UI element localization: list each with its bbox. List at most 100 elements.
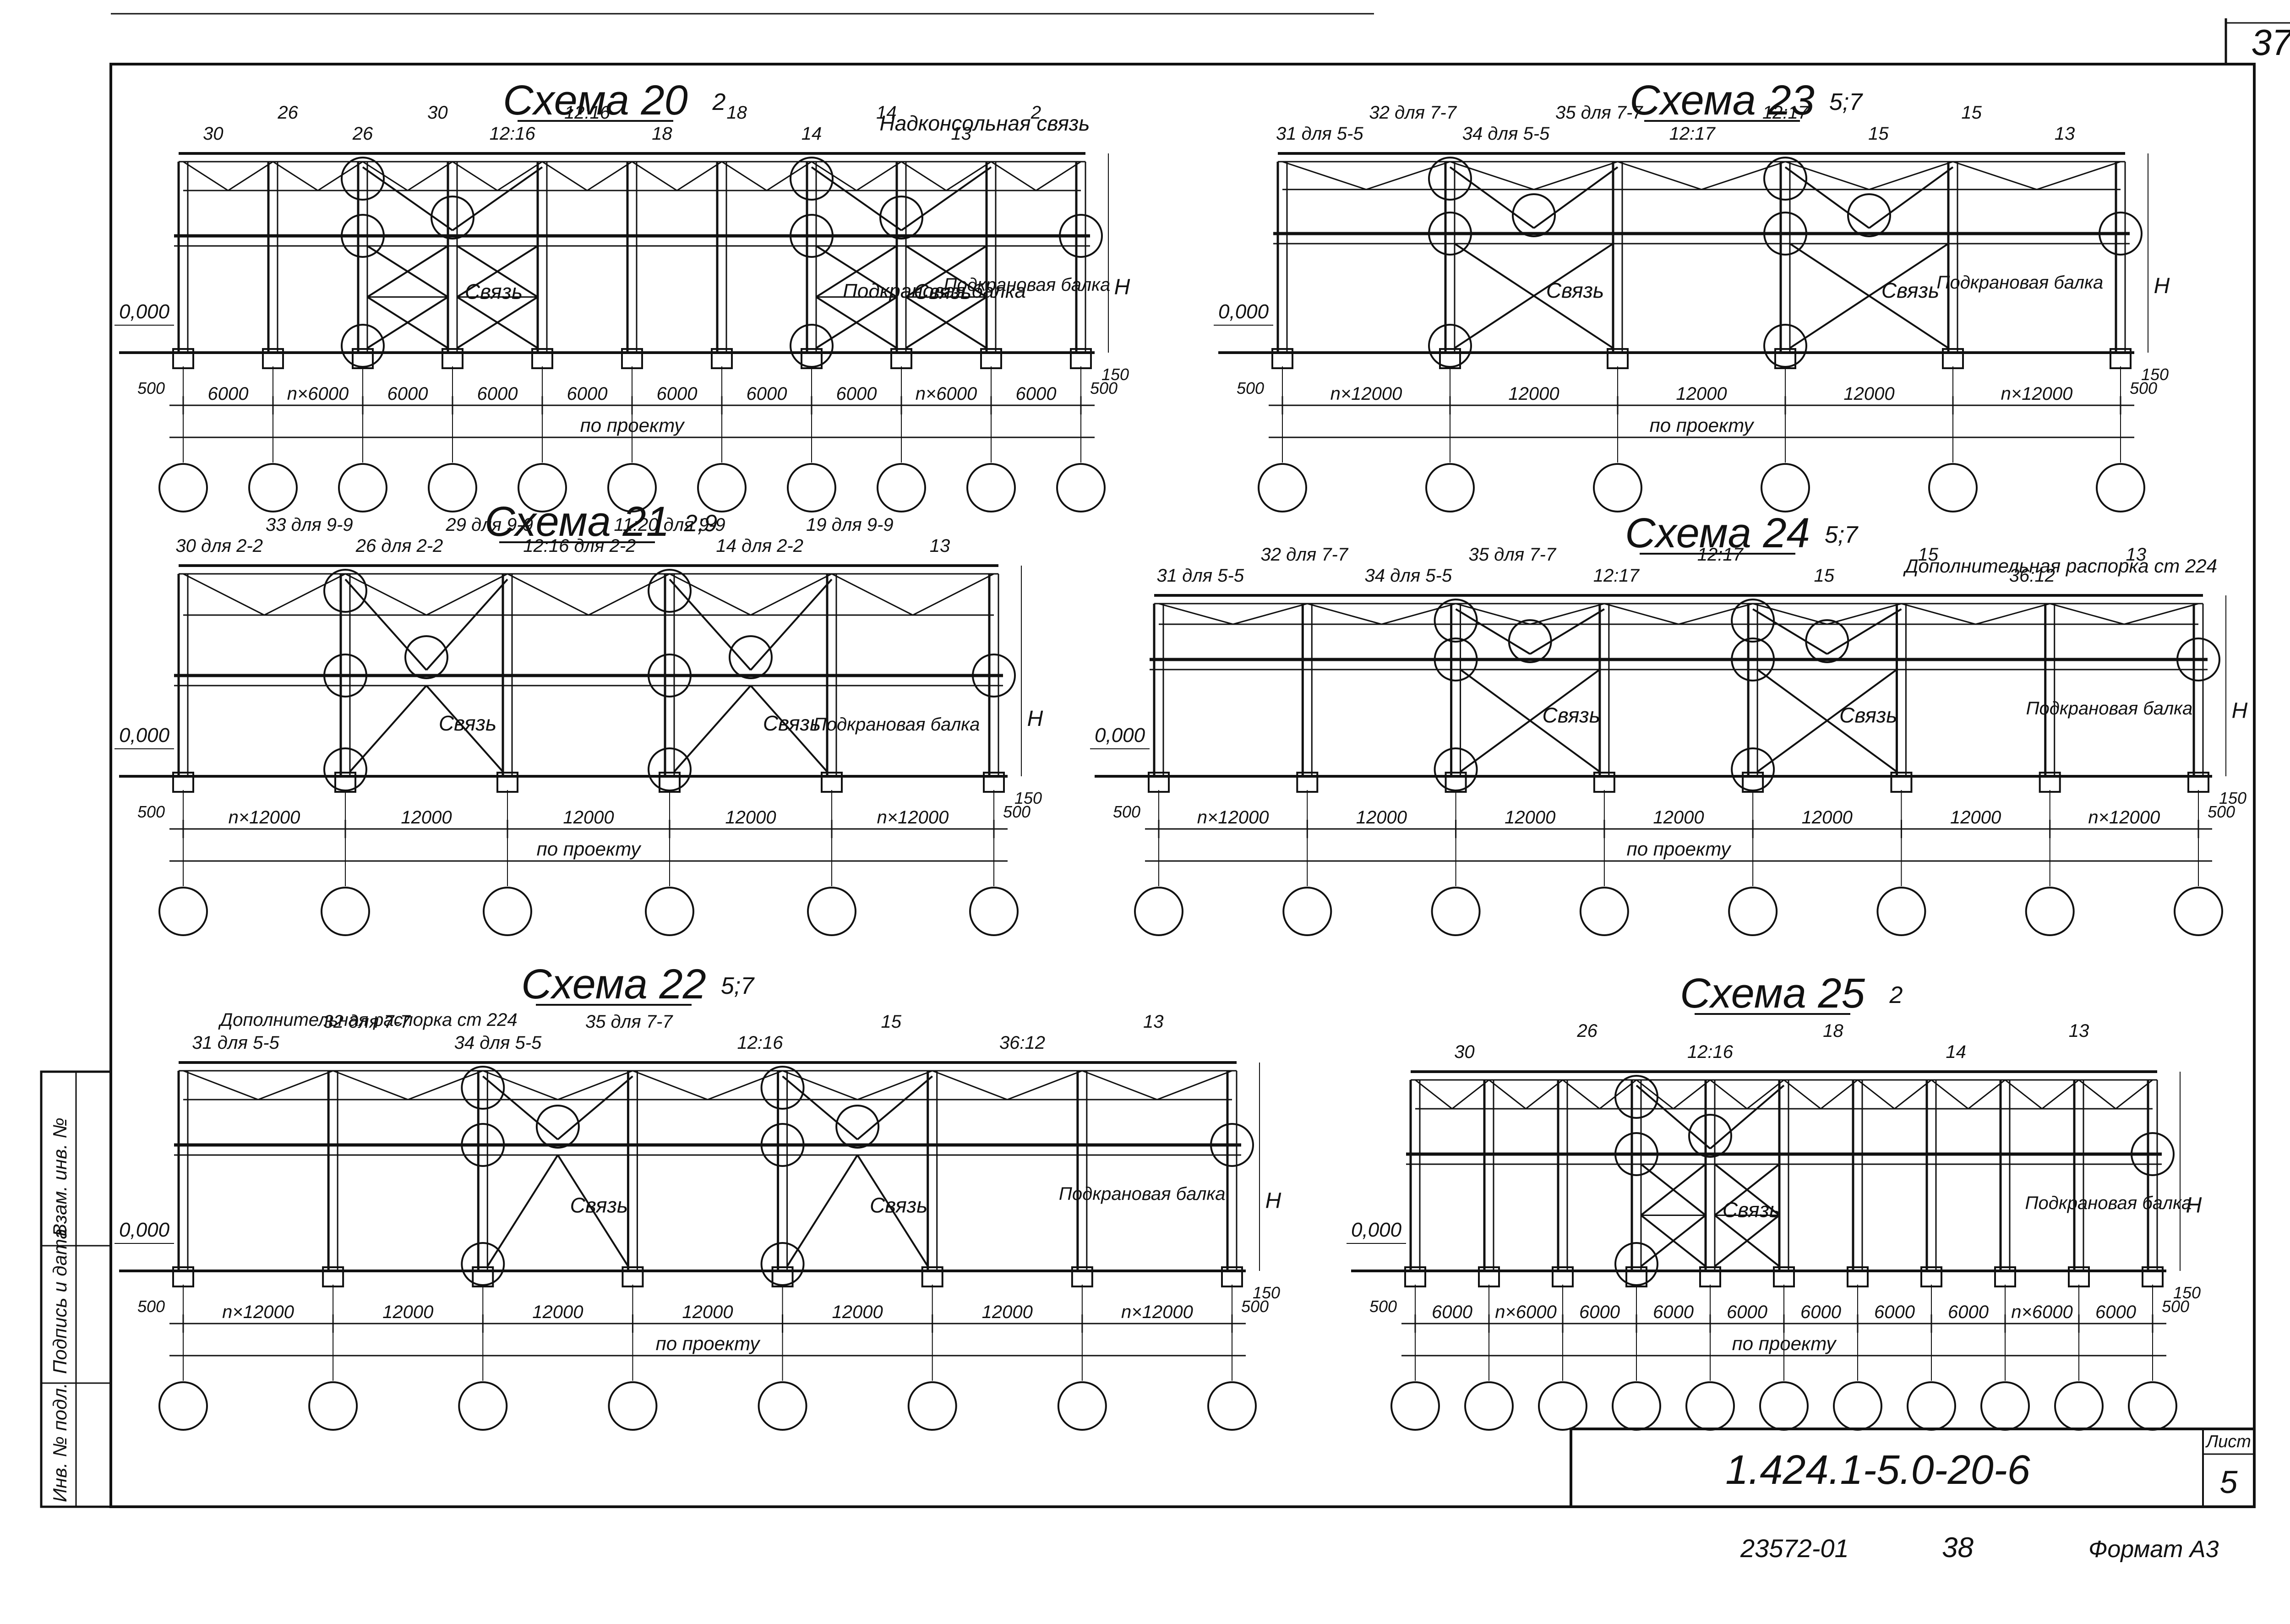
scheme-title: Схема 23 <box>1630 77 1815 124</box>
bracing-diagonal <box>1756 669 1897 773</box>
axis-bubble <box>158 1381 208 1431</box>
truss-diagonal <box>588 573 670 616</box>
truss-diagonal <box>1415 1079 1453 1110</box>
truss-diagonal <box>1450 161 1534 191</box>
truss-diagonal <box>1007 1070 1083 1101</box>
by-project-label: по проекту <box>1627 838 1732 860</box>
axis-bubble <box>518 463 567 512</box>
element-mark: 13 <box>2126 545 2147 565</box>
truss-diagonal <box>811 161 857 191</box>
truss-diagonal <box>1456 603 1531 625</box>
zero-level-label: 0,000 <box>1351 1219 1402 1241</box>
element-mark: 15 <box>1814 566 1835 586</box>
offset-500-label: 500 <box>1090 379 1118 398</box>
mark-circle <box>323 747 367 791</box>
element-mark: 13 <box>2069 1021 2089 1041</box>
offset-500-label: 500 <box>137 1297 165 1316</box>
truss-diagonal <box>1036 161 1081 191</box>
span-value: 12000 <box>1505 807 1555 828</box>
offset-500-label: 500 <box>137 802 165 821</box>
span-value: n×12000 <box>229 807 300 828</box>
span-value: 6000 <box>387 384 428 404</box>
bracing-label: Связь <box>1543 703 1600 727</box>
bracing-diagonal <box>425 685 504 773</box>
span-value: n×12000 <box>877 807 949 828</box>
truss-diagonal <box>669 573 751 616</box>
truss-diagonal <box>482 1070 558 1101</box>
over-console-bracing <box>1449 166 1535 229</box>
mark-circle <box>1614 1242 1658 1286</box>
truss-diagonal <box>1746 1079 1784 1110</box>
truss-diagonal <box>1752 603 1827 625</box>
element-mark: 12:17 <box>1762 103 1809 123</box>
truss-diagonal <box>946 161 992 191</box>
section-mark: 5;7 <box>1829 89 1863 115</box>
offset-500-label: 500 <box>137 379 165 398</box>
span-value: 12000 <box>1653 807 1704 828</box>
truss-diagonal <box>632 161 677 191</box>
over-console-bracing <box>1636 1084 1711 1150</box>
bracing-diagonal <box>1714 1163 1780 1216</box>
mark-circle <box>1847 193 1891 237</box>
over-console-bracing <box>900 166 992 231</box>
scheme-title: Схема 25 <box>1680 970 1865 1017</box>
truss-diagonal <box>721 161 767 191</box>
over-console-bracing <box>856 1075 933 1140</box>
zero-level-label: 0,000 <box>119 1219 170 1241</box>
section-mark: 2;9 <box>684 510 717 537</box>
offset-150-label: 150 <box>1101 365 1129 384</box>
crane-beam-label: Подкрановая балка <box>1059 1184 1226 1204</box>
mark-circle <box>760 1066 805 1110</box>
truss-diagonal <box>1827 603 1902 625</box>
mark-circle <box>648 654 692 698</box>
bracing-diagonal <box>750 685 828 773</box>
height-label: H <box>2232 699 2248 723</box>
mark-circle <box>2176 638 2220 681</box>
axis-bubble <box>1833 1381 1882 1431</box>
over-console-bracing <box>425 578 508 671</box>
span-value: 6000 <box>657 384 698 404</box>
by-project-label: по проекту <box>1650 414 1755 436</box>
crane-beam-label: Подкрановая балка <box>1937 272 2104 293</box>
axis-bubble <box>2096 463 2145 512</box>
bracing-diagonal <box>456 245 539 298</box>
span-value: 12000 <box>982 1302 1033 1322</box>
offset-150-label: 150 <box>2219 789 2246 807</box>
mark-circle <box>461 1242 505 1286</box>
span-value: n×12000 <box>2001 384 2073 404</box>
span-value: n×12000 <box>2088 807 2160 828</box>
mark-circle <box>2131 1132 2175 1176</box>
page-number-bottom: 38 <box>1942 1532 1974 1564</box>
section-mark: 2 <box>1889 982 1903 1008</box>
bracing-diagonal <box>815 296 898 349</box>
truss-diagonal <box>1451 1079 1489 1110</box>
span-value: 12000 <box>382 1302 433 1322</box>
mark-circle <box>1763 324 1807 368</box>
bracing-diagonal <box>786 1154 858 1267</box>
axis-bubble <box>2025 887 2075 936</box>
truss-diagonal <box>345 573 427 616</box>
element-mark: 33 для 9-9 <box>266 515 353 535</box>
mark-circle <box>1428 212 1472 256</box>
offset-500-label: 500 <box>1369 1297 1397 1316</box>
element-mark: 18 <box>652 124 672 144</box>
over-console-bracing <box>452 166 543 231</box>
sheet-label: Лист <box>2205 1432 2251 1451</box>
truss-diagonal <box>1617 161 1702 191</box>
truss-diagonal <box>2115 1079 2153 1110</box>
span-value: 6000 <box>1653 1302 1694 1322</box>
truss-diagonal <box>856 161 902 191</box>
by-project-label: по проекту <box>1732 1333 1837 1354</box>
bracing-label: Связь <box>570 1193 628 1217</box>
axis-bubble <box>807 887 856 936</box>
truss-diagonal <box>228 161 273 191</box>
sheet-number: 5 <box>2220 1464 2238 1500</box>
element-mark: 31 для 5-5 <box>1276 124 1363 144</box>
truss-diagonal <box>1307 603 1382 625</box>
truss-diagonal <box>932 1070 1008 1101</box>
mark-circle <box>835 1105 880 1149</box>
title-block: 1.424.1-5.0-20-6 Лист 5 <box>1570 1428 2256 1508</box>
